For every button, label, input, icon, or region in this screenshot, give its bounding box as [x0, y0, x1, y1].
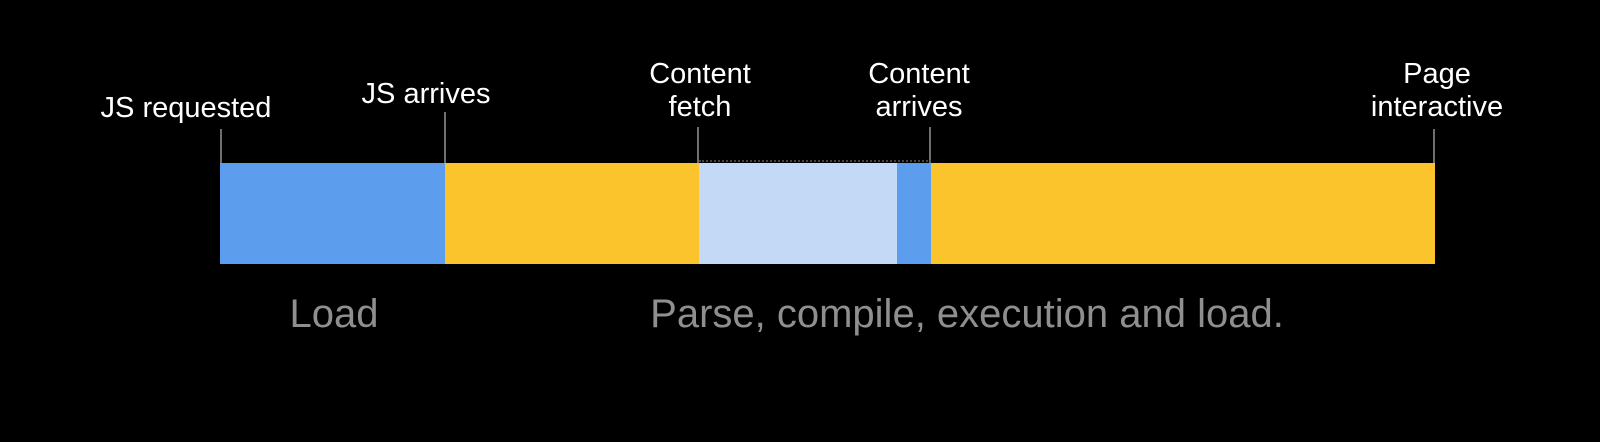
event-label-page-interactive: Page interactive: [1371, 58, 1503, 124]
tick-js-requested: [220, 129, 222, 163]
phase-label-parse-compile: Parse, compile, execution and load.: [650, 292, 1284, 336]
dotted-guide-line: [699, 160, 931, 162]
event-label-js-requested: JS requested: [101, 92, 272, 125]
event-label-js-arrives: JS arrives: [362, 78, 491, 111]
segment-parse-compile-1: [445, 163, 699, 264]
event-label-line: interactive: [1370, 91, 1504, 123]
event-label-line: Content: [649, 58, 751, 90]
event-label-line: JS arrives: [361, 78, 491, 110]
event-label-content-arrives: Content arrives: [868, 58, 970, 124]
phase-label-load: Load: [289, 292, 379, 336]
segment-parse-compile-2: [931, 163, 1435, 264]
segment-content-arrival: [897, 163, 931, 264]
tick-page-interactive: [1433, 129, 1435, 163]
event-label-content-fetch: Content fetch: [649, 58, 751, 124]
timeline-bar: [220, 163, 1435, 264]
event-label-line: fetch: [668, 91, 732, 123]
event-label-line: Page: [1403, 58, 1471, 90]
segment-content-fetching: [699, 163, 897, 264]
tick-content-fetch: [697, 127, 699, 163]
event-label-line: arrives: [875, 91, 963, 123]
event-label-line: JS requested: [100, 92, 272, 124]
event-label-line: Content: [868, 58, 970, 90]
tick-js-arrives: [444, 112, 446, 163]
segment-js-download: [220, 163, 445, 264]
tick-content-arrives: [929, 127, 931, 163]
